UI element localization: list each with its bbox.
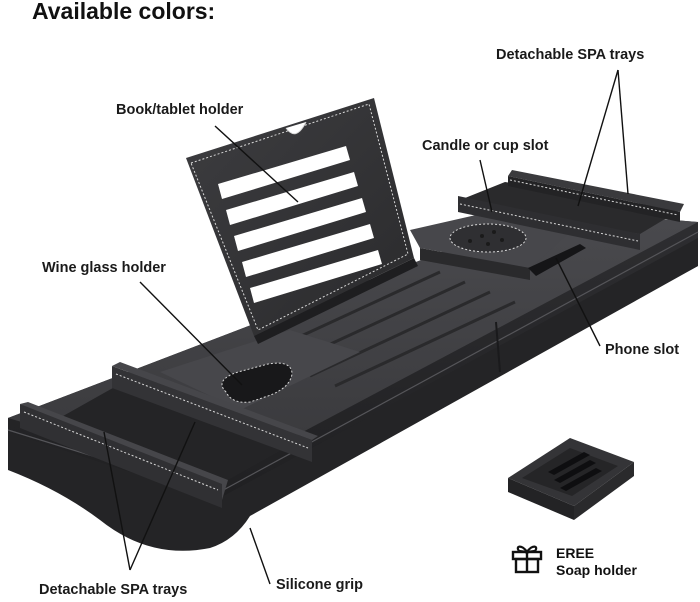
wine-glass-platform [160, 330, 360, 410]
label-spa-trays-bottom: Detachable SPA trays [39, 582, 188, 598]
promo-line-2: Soap holder [556, 562, 637, 578]
spa-tray-top [458, 170, 684, 250]
soap-holder [508, 438, 634, 520]
book-tablet-holder [186, 98, 418, 344]
gift-icon [511, 545, 543, 574]
callout-lines [103, 69, 629, 585]
promo-line-1: EREE [556, 545, 595, 561]
label-spa-trays-top: Detachable SPA trays [496, 47, 645, 63]
label-candle-cup-slot: Candle or cup slot [422, 138, 549, 154]
label-silicone-grip: Silicone grip [276, 577, 364, 593]
label-phone-slot: Phone slot [605, 342, 680, 358]
soap-holder-promo: EREE Soap holder [556, 545, 637, 579]
page-title: Available colors: [32, 0, 216, 24]
label-book-tablet-holder: Book/tablet holder [116, 102, 244, 118]
label-wine-glass-holder: Wine glass holder [42, 260, 166, 276]
spa-tray-bottom [20, 362, 318, 508]
